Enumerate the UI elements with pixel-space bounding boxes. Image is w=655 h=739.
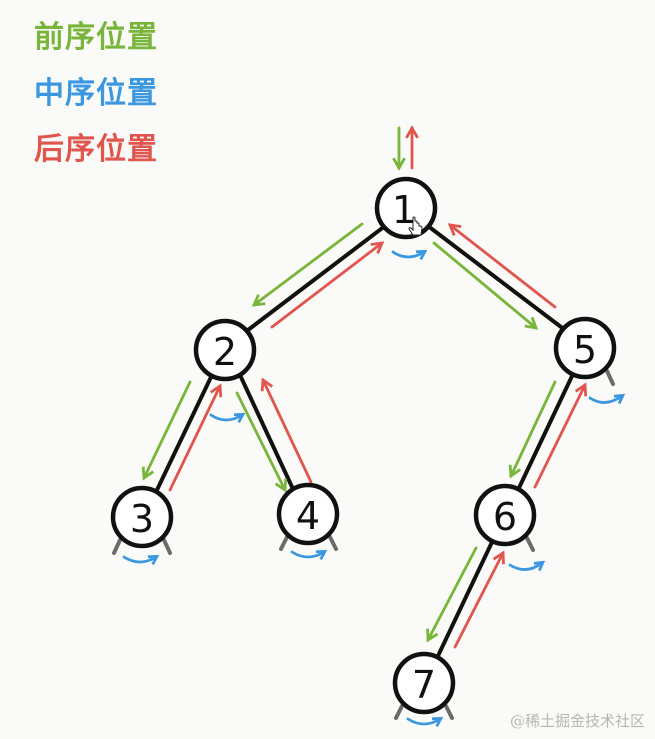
tree-node-1[interactable]: 1 (374, 176, 438, 240)
tree-node-3[interactable]: 3 (110, 485, 174, 549)
preorder-arrows (141, 126, 557, 643)
edge-5-6 (516, 372, 575, 492)
node-label: 4 (296, 494, 320, 538)
tree-node-5[interactable]: 5 (553, 316, 617, 380)
postorder-arrows (168, 125, 588, 649)
tree-node-7[interactable]: 7 (392, 651, 456, 715)
node-label: 6 (493, 495, 517, 539)
edge-1-2 (246, 224, 387, 332)
node-label: 7 (412, 663, 436, 707)
node-label: 3 (130, 497, 154, 541)
legend-postorder: 后序位置 (34, 132, 158, 167)
edge-1-5 (426, 224, 567, 332)
legend-preorder: 前序位置 (34, 20, 158, 55)
node-label: 5 (573, 328, 597, 372)
hand-pointer-icon (408, 216, 423, 236)
inorder-arrows (122, 252, 622, 724)
tree-node-6[interactable]: 6 (473, 483, 537, 547)
watermark: @稀土掘金技术社区 (509, 712, 645, 730)
tree-node-4[interactable]: 4 (276, 482, 340, 546)
legend: 前序位置 中序位置 后序位置 (34, 20, 158, 188)
node-label: 1 (392, 188, 416, 232)
tree-edges (154, 224, 575, 660)
legend-inorder: 中序位置 (34, 76, 158, 111)
node-label: 2 (213, 330, 237, 374)
tree-node-2[interactable]: 2 (193, 318, 257, 382)
edge-6-7 (435, 538, 495, 660)
edge-2-4 (238, 373, 295, 491)
null-child-stubs (112, 369, 615, 720)
edge-2-3 (154, 373, 214, 494)
